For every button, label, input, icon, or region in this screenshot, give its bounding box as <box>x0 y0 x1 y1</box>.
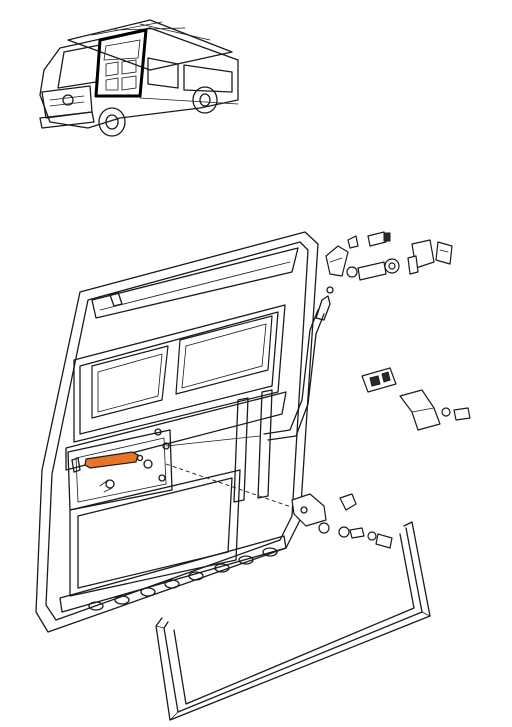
inner-door-handle <box>84 451 144 469</box>
door-lock-assembly <box>325 231 453 294</box>
sill-drain-holes <box>88 547 278 611</box>
sliding-door-inner-panel <box>35 231 319 633</box>
van-locator-illustration <box>39 19 239 137</box>
lock-linkage-rod <box>165 295 331 447</box>
door-weather-seal <box>155 521 431 721</box>
guide-roller-bracket <box>361 367 471 431</box>
lower-latch-assembly <box>165 463 393 549</box>
sliding-door-locator <box>94 28 148 98</box>
